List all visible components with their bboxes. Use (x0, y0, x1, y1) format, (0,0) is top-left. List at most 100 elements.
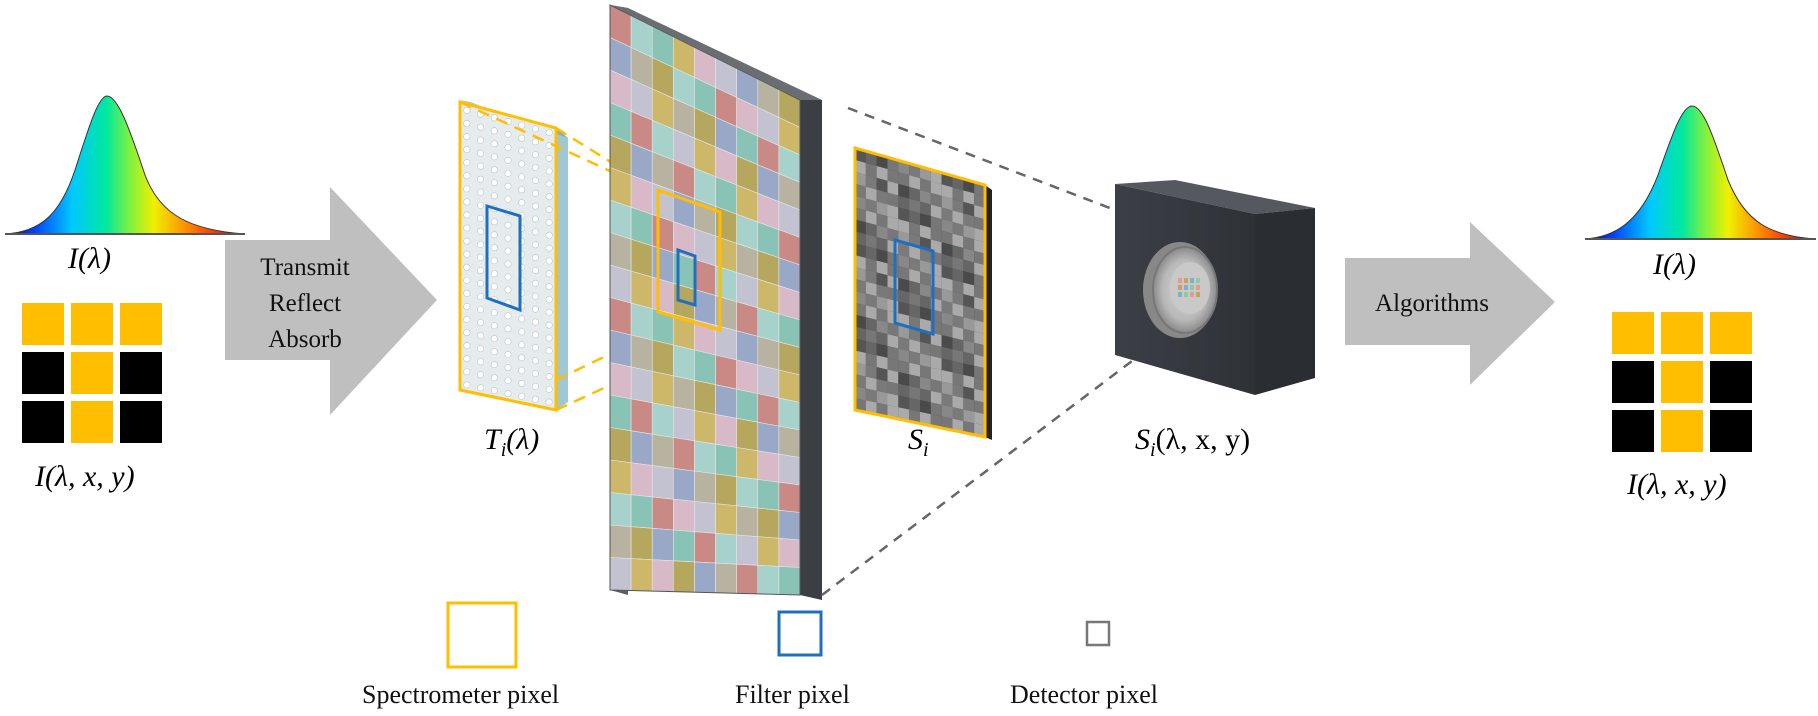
detector-cell (930, 379, 942, 394)
nanostructure-dot (477, 319, 485, 327)
detector-cell (974, 342, 985, 357)
detector-cell (974, 262, 985, 277)
detector-cell (941, 416, 953, 431)
nanostructure-dot (463, 106, 471, 114)
detector-cell (941, 393, 953, 408)
detector-cell (898, 207, 910, 223)
filter-cell (757, 479, 780, 511)
transmit-label: Transmit (260, 254, 350, 281)
nanostructure-dot (531, 305, 539, 313)
nanostructure-dot (545, 283, 553, 291)
nanostructure-dot (477, 240, 485, 248)
filter-cell (715, 533, 737, 565)
detector-cell (952, 279, 964, 295)
nanostructure-dot (531, 215, 539, 223)
filter-cell (651, 496, 674, 531)
filter-cell (609, 362, 632, 400)
detector-cell (855, 338, 866, 353)
filter-cell (694, 501, 716, 534)
output-image-label: I(λ, x, y) (1627, 468, 1727, 501)
lens-sensor-cell (1184, 292, 1188, 297)
detector-cell (941, 265, 953, 280)
nanostructure-dot (518, 341, 526, 349)
transmit-arrow-text: Transmit Reflect Absorb (235, 250, 375, 358)
nanostructure-dot (545, 231, 553, 239)
detector-cell (920, 388, 931, 403)
detector-cell (909, 350, 920, 366)
output-spectrum-label: I(λ) (1653, 248, 1696, 281)
detector-cell (963, 294, 975, 309)
filter-cell (778, 425, 801, 458)
nanostructure-dot (531, 357, 539, 365)
nanostructure-dot (463, 342, 471, 350)
nanostructure-dot (490, 114, 498, 122)
nanostructure-dot (531, 331, 539, 339)
filter-cell (651, 276, 674, 315)
detector-cell (898, 324, 910, 340)
nanostructure-dot (518, 147, 526, 155)
filter-cell (694, 561, 716, 594)
filter-cell (630, 462, 653, 498)
detector-cell (952, 222, 964, 237)
nanostructure-dot (477, 188, 485, 196)
filter-cell (630, 270, 653, 310)
detector-cell (920, 306, 931, 321)
detector-cell (909, 362, 920, 377)
camera (1115, 180, 1315, 395)
filter-cell (757, 564, 780, 595)
detector-cell (974, 239, 985, 254)
detector-cell (930, 390, 942, 405)
detector-cell (952, 245, 964, 260)
detector-cell (930, 227, 942, 243)
detector-cell (963, 259, 975, 274)
detector-cell (941, 253, 953, 269)
detector-cell (963, 340, 975, 355)
filter-cell (630, 366, 653, 404)
detector-cell (920, 189, 931, 205)
detector-cell (887, 180, 899, 196)
filter-cell (630, 302, 653, 341)
detector-cell (898, 289, 910, 305)
detector-cell (898, 395, 910, 410)
nanostructure-dot (504, 195, 512, 203)
nanostructure-dot (504, 130, 512, 138)
nanostructure-dot (463, 146, 471, 154)
filter-cell (694, 440, 716, 475)
detector-cell (963, 282, 975, 297)
filter-cell (651, 528, 674, 562)
nanostructure-dot (463, 159, 471, 167)
detector-cell (865, 329, 877, 344)
detector-cell (974, 285, 985, 300)
nanostructure-dot (463, 224, 471, 232)
detector-cell (963, 328, 975, 343)
filter-cell (694, 349, 716, 386)
image-pixel (1661, 410, 1703, 452)
filter-cell (757, 393, 780, 427)
filter-cell (673, 344, 695, 381)
nanostructure-dot (504, 312, 512, 320)
detector-cell (963, 224, 975, 240)
detector-cell (952, 407, 964, 421)
detector-cell (876, 248, 888, 264)
nanostructure-dot (490, 257, 498, 265)
detector-cell (855, 386, 866, 401)
detector-cell (952, 360, 964, 375)
image-pixel (1710, 312, 1752, 354)
detector-cell (963, 409, 975, 424)
detector-cell (865, 400, 877, 415)
detector-cell (865, 269, 877, 285)
nanostructure-dot (463, 172, 471, 180)
nanostructure-dot (477, 175, 485, 183)
detector-cell (941, 404, 953, 419)
detector-cell (855, 326, 866, 342)
nanostructure-dot (545, 129, 553, 137)
detector-cell (974, 423, 985, 437)
detector-cell (865, 234, 877, 249)
detector-cell (952, 198, 964, 214)
detector-cell (941, 381, 953, 396)
nanostructure-dot (463, 329, 471, 337)
nanostructure-dot (504, 169, 512, 177)
detector-cell (941, 207, 953, 223)
detector-cell (920, 400, 931, 415)
nanostructure-dot (545, 180, 553, 188)
